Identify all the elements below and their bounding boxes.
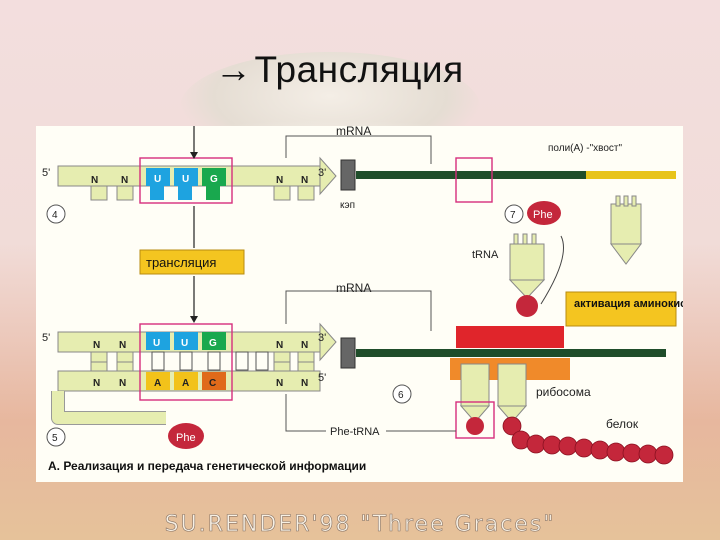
anticodon-a2: A — [182, 378, 189, 389]
codon-u1-bottom: U — [153, 338, 160, 349]
mrna-bottom-label: mRNA — [336, 281, 371, 295]
prime3-mid: 3' — [318, 332, 326, 344]
codon-u-top-1 — [146, 168, 170, 186]
codon-u1-label: U — [154, 174, 161, 185]
arrow-down-icon — [190, 152, 198, 159]
codon-highlight-top — [139, 157, 233, 204]
trna-top-right — [610, 195, 642, 265]
phe-bottom-label: Phe — [176, 432, 196, 444]
anticodon-a1: A — [154, 378, 161, 389]
translation-figure: 5' 3' N N N N U U G 4 трансляция 5' 3' — [36, 126, 683, 482]
prime3-top: 3' — [318, 167, 326, 179]
protein-chain — [502, 416, 674, 465]
phe-amino-acid-bottom — [168, 423, 204, 449]
n-mid-4: N — [301, 340, 308, 351]
cap-bottom — [340, 337, 356, 369]
step-4-marker — [46, 204, 66, 224]
n-top-2: N — [121, 175, 128, 186]
slide-title-text: Трансляция — [254, 49, 464, 90]
prime5-top: 5' — [42, 167, 50, 179]
step-6-marker — [392, 384, 412, 404]
highlight-phe-trna — [455, 401, 495, 439]
n-low-4: N — [301, 378, 308, 389]
phe-amino-acid-top — [527, 201, 561, 225]
codon-u2-label: U — [182, 174, 189, 185]
prime5-mid-top: 5' — [42, 332, 50, 344]
step-5-label: 5 — [52, 433, 58, 444]
mrna-line-bottom — [356, 349, 666, 357]
figure-caption: А. Реализация и передача генетической ин… — [48, 459, 366, 473]
n-top-3: N — [276, 175, 283, 186]
footer-credit: SU.RENDER'98 "Three Graces" — [164, 512, 556, 538]
codon-g-label: G — [210, 174, 218, 185]
codon-u-top-2 — [174, 168, 198, 186]
n-top-4: N — [301, 175, 308, 186]
codon-g-bottom: G — [209, 338, 217, 349]
phe-trna-label: Phe-tRNA — [330, 426, 380, 438]
step-5-marker — [46, 427, 66, 447]
codon-u2-bottom: U — [181, 338, 188, 349]
poly-a-label: поли(А) -"хвост" — [548, 143, 623, 154]
translation-label-box — [139, 249, 245, 275]
n-mid-3: N — [276, 340, 283, 351]
ribosome-large-subunit — [456, 326, 564, 348]
n-low-3: N — [276, 378, 283, 389]
trna-middle — [508, 233, 546, 299]
codon-highlight-right-top — [455, 157, 493, 203]
n-low-2: N — [119, 378, 126, 389]
step-7-label: 7 — [510, 210, 516, 221]
mrna-top-label: mRNA — [336, 126, 371, 138]
phe-top-label: Phe — [533, 209, 553, 221]
trna-in-ribosome — [459, 363, 528, 423]
prime5-mid-bottom: 5' — [318, 372, 326, 384]
protein-label: белок — [606, 417, 639, 431]
n-mid-1: N — [93, 340, 100, 351]
arrow-icon: → — [215, 49, 253, 90]
step-7-marker — [504, 204, 524, 224]
slide-title: → Трансляция — [215, 46, 464, 94]
step-4-label: 4 — [52, 210, 58, 221]
activation-label-box — [565, 291, 677, 327]
cap-label: кэп — [340, 200, 355, 211]
arrow-down-icon-2 — [190, 316, 198, 323]
n-top-1: N — [91, 175, 98, 186]
anticodon-c: C — [209, 378, 216, 389]
n-low-1: N — [93, 378, 100, 389]
activation-label: активация аминокислот — [574, 298, 683, 310]
n-mid-2: N — [119, 340, 126, 351]
translation-label: трансляция — [146, 255, 216, 270]
trna-amino-acid — [516, 295, 538, 317]
mrna-line-top — [356, 171, 676, 179]
cap-top — [340, 159, 356, 191]
trna-label: tRNA — [472, 249, 499, 261]
ribosome-label: рибосома — [536, 385, 591, 399]
codon-highlight-bottom — [139, 323, 233, 401]
step-6-label: 6 — [398, 390, 404, 401]
codon-g-top — [202, 168, 226, 186]
